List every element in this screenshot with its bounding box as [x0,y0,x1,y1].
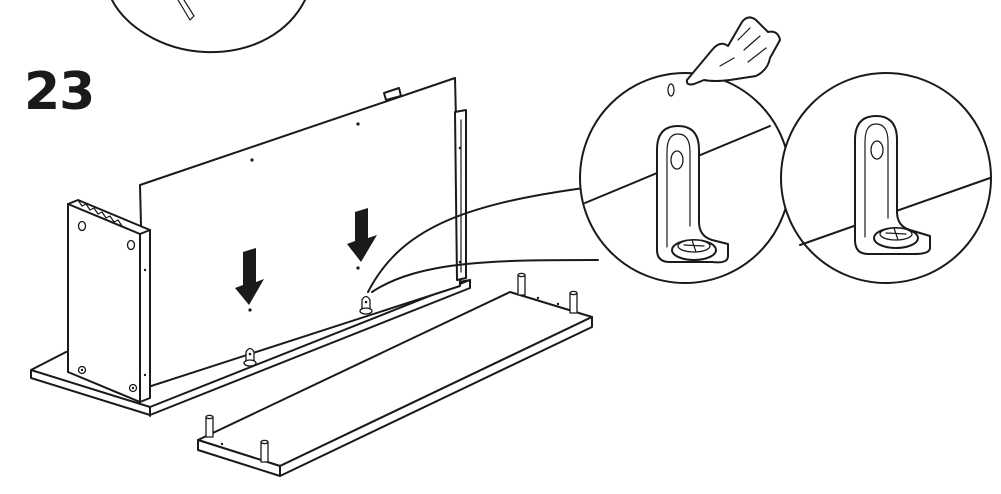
previous-step-detail-circle [111,0,306,54]
arrow-down-icon [235,248,264,305]
dowel [517,272,526,296]
right-side-panel [383,87,467,281]
step-number: 23 [24,62,95,122]
dowel [260,439,269,463]
dowel [569,290,578,314]
detail-circle-after [780,72,992,284]
detail-circle-before [579,72,791,284]
left-side-panel [67,199,151,403]
detail-callout-leader [367,187,599,293]
hand-pointing-icon [685,16,781,86]
bracket-right [359,295,373,315]
loose-shelf-board [197,291,593,477]
dowel [205,414,214,438]
bracket-left [243,347,257,367]
arrow-down-icon [347,208,377,262]
